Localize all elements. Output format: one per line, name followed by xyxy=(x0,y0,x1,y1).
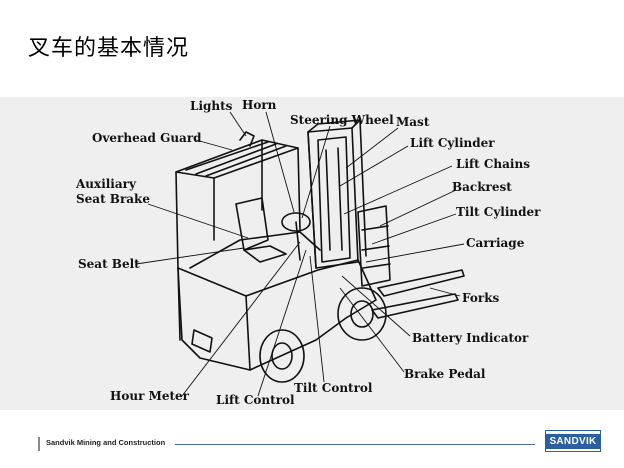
mast-shape xyxy=(307,119,367,269)
seat-shape xyxy=(235,197,287,263)
label-lights: Lights xyxy=(190,99,233,113)
body-shape xyxy=(177,231,377,371)
diagram-panel xyxy=(0,97,624,410)
label-auxiliary: Auxiliary xyxy=(76,177,136,191)
label-lift-chains: Lift Chains xyxy=(456,157,530,171)
footer-divider xyxy=(38,437,40,451)
label-forks: Forks xyxy=(462,291,500,305)
label-lift-control: Lift Control xyxy=(216,393,295,407)
footer-rule xyxy=(175,444,535,445)
label-seat-brake: Seat Brake xyxy=(76,192,150,206)
label-backrest: Backrest xyxy=(452,180,512,194)
label-carriage: Carriage xyxy=(466,236,525,250)
label-overhead-guard: Overhead Guard xyxy=(92,131,202,145)
label-lift-cylinder: Lift Cylinder xyxy=(410,136,495,150)
label-brake-pedal: Brake Pedal xyxy=(404,367,486,381)
label-horn: Horn xyxy=(242,98,277,112)
label-tilt-control: Tilt Control xyxy=(294,381,373,395)
footer-company: Sandvik Mining and Construction xyxy=(46,438,166,447)
label-seat-belt: Seat Belt xyxy=(78,257,140,271)
label-battery-indicator: Battery Indicator xyxy=(412,331,529,345)
wheels-shape xyxy=(259,287,387,383)
label-mast: Mast xyxy=(396,115,430,129)
slide-title: 叉车的基本情况 xyxy=(28,36,190,61)
overhead-guard-shape xyxy=(175,131,301,269)
label-hour-meter: Hour Meter xyxy=(110,389,189,403)
sandvik-logo: SANDVIK xyxy=(545,430,601,452)
logo-text: SANDVIK xyxy=(546,433,600,449)
label-tilt-cylinder: Tilt Cylinder xyxy=(456,205,541,219)
forks-shape xyxy=(371,269,465,319)
carriage-shape xyxy=(357,205,391,287)
steering-wheel-shape xyxy=(281,212,311,261)
leader-lines xyxy=(135,111,465,397)
label-steering-wheel: Steering Wheel xyxy=(290,113,394,127)
